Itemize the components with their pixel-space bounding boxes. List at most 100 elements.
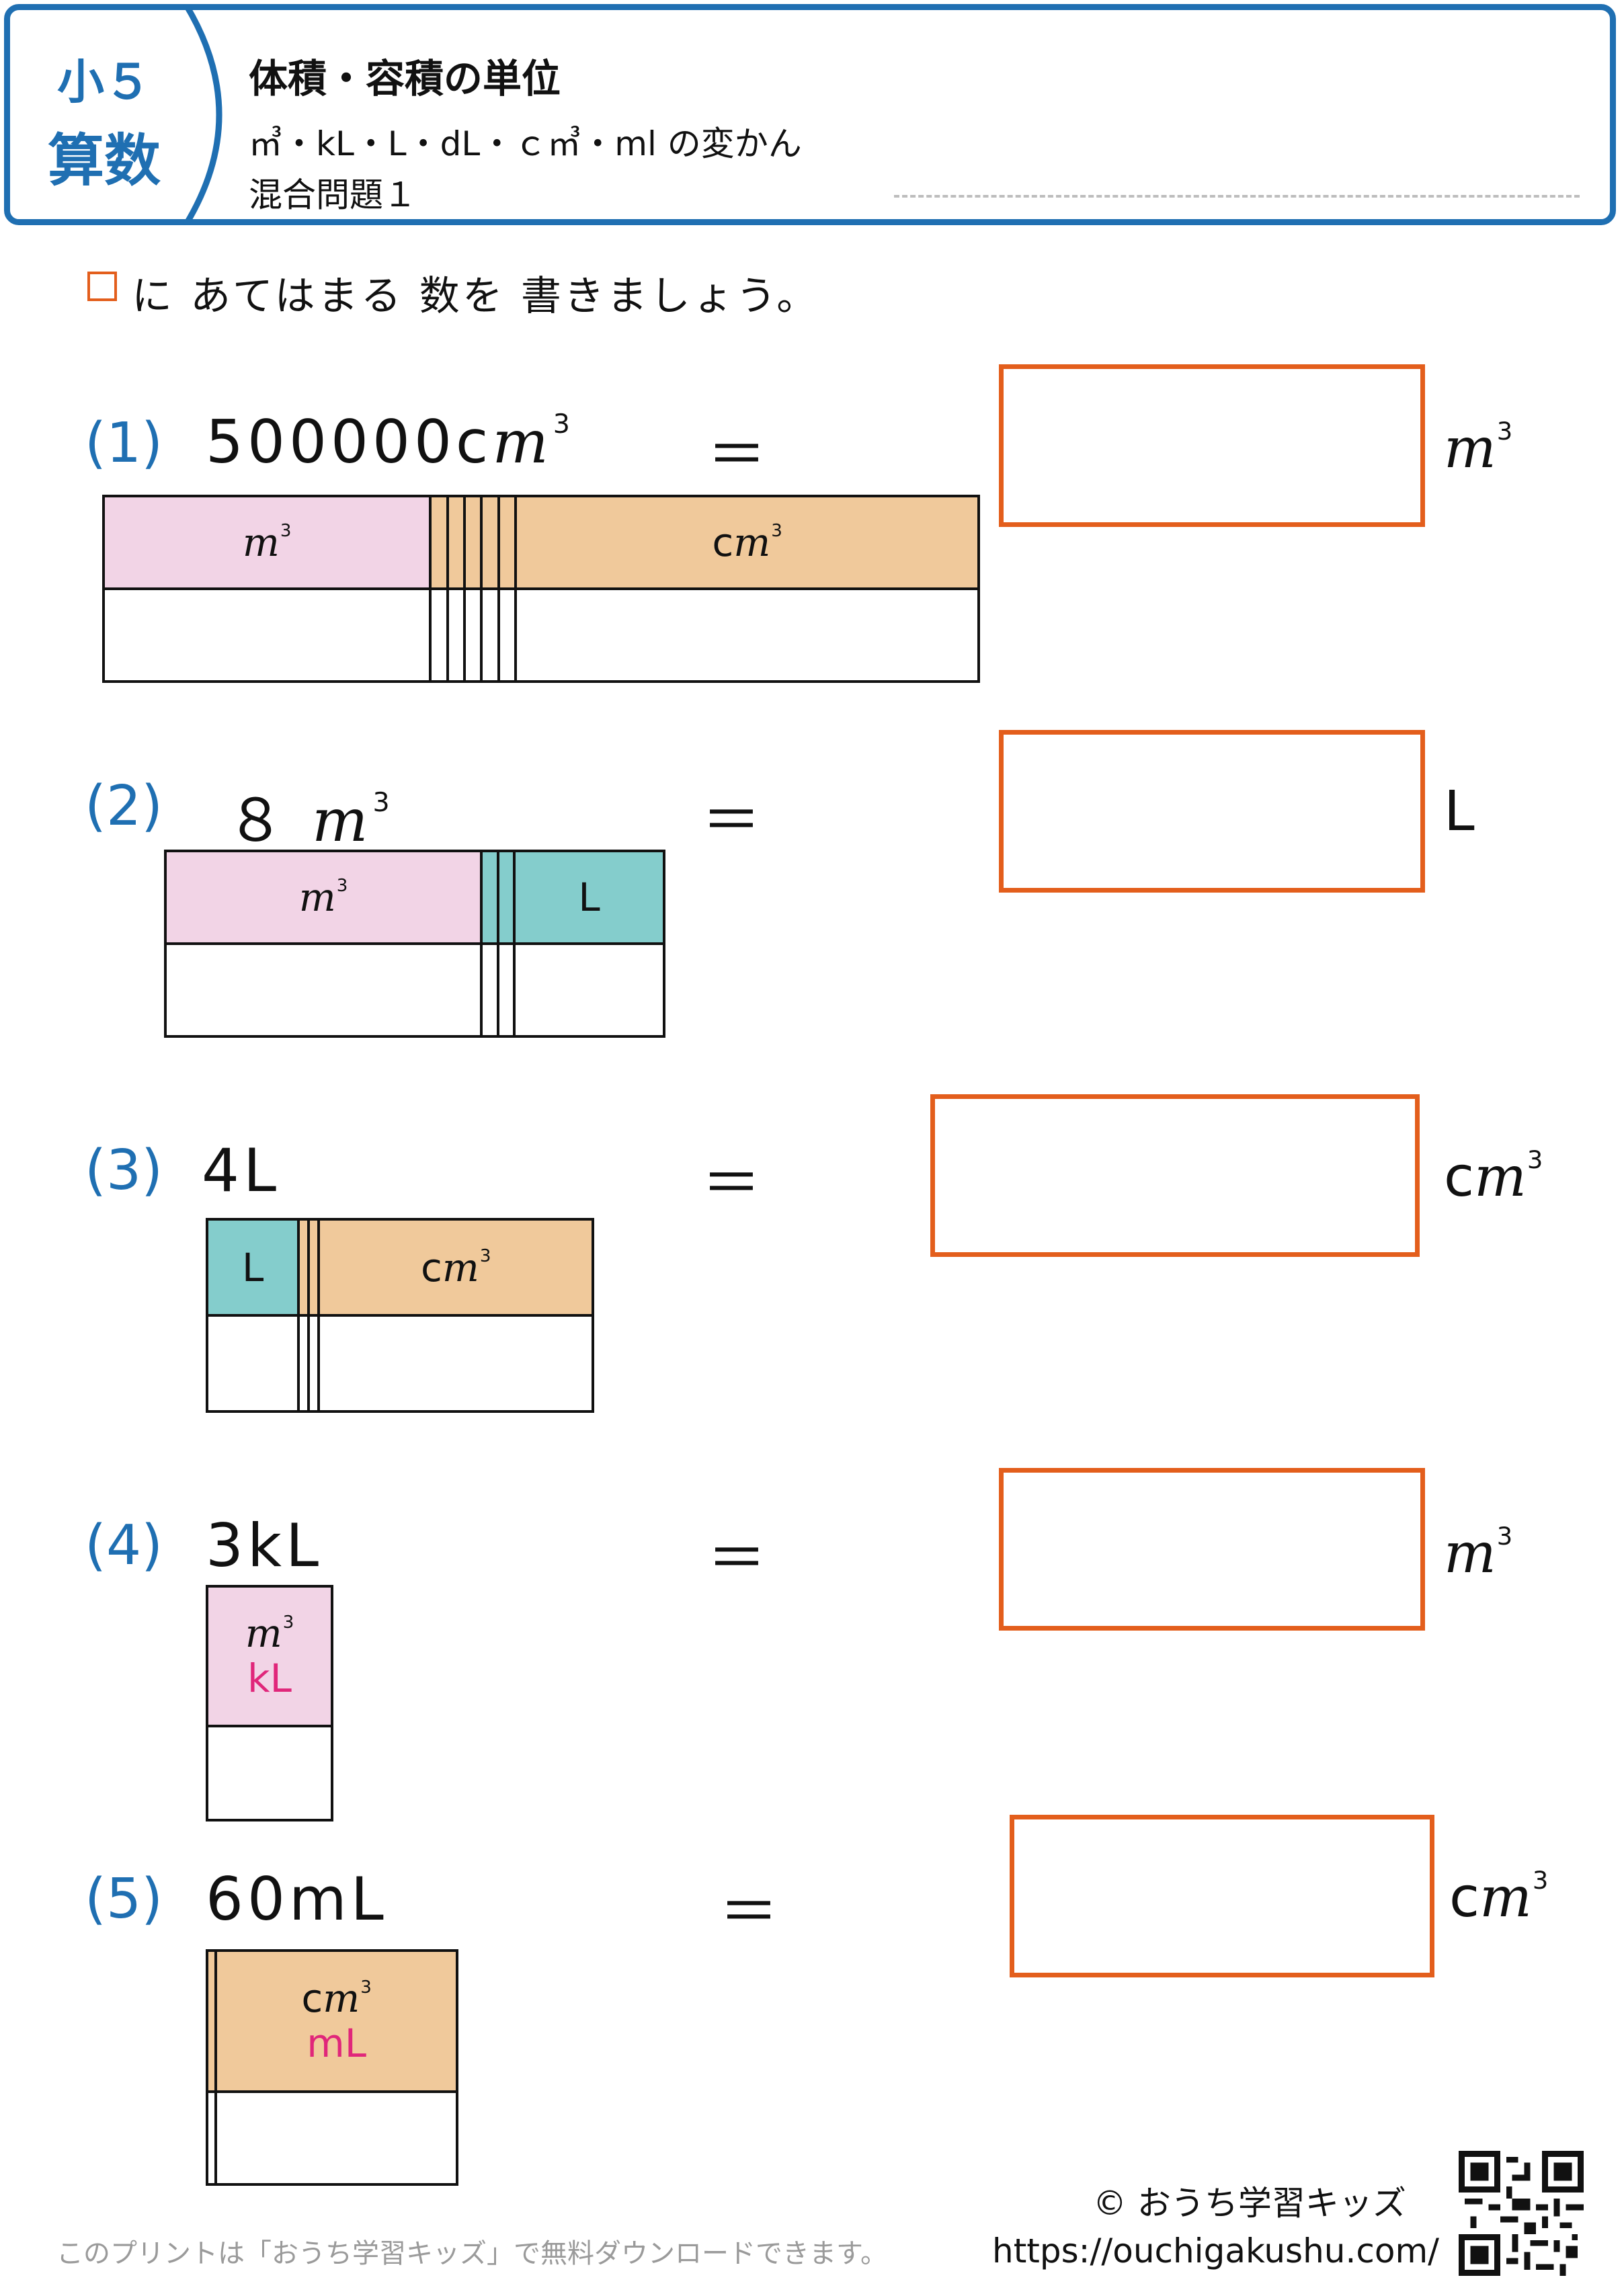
answer-unit: L [1444,780,1475,844]
problem-number: (5) [85,1867,163,1931]
unit-cell [307,1218,321,1317]
unit-m: m [442,1244,479,1291]
qr-code-icon[interactable] [1459,2151,1584,2276]
answer-box[interactable] [930,1094,1420,1257]
entry-cell[interactable] [429,587,449,683]
subject-label: 算数 [47,128,161,194]
entry-cell[interactable] [163,942,483,1038]
unit-c: c [712,520,734,565]
expr-value: 500000c [206,407,493,477]
unit-cell [497,495,518,590]
unit-c: c [1444,1145,1475,1209]
answer-box[interactable] [999,730,1425,893]
expr-value: ８ [226,786,290,855]
unit-m: m [298,874,336,920]
entry-cell[interactable] [205,1314,300,1413]
unit-kl: kL [247,1655,292,1701]
problem-set-label: 混合問題１ [249,175,417,214]
equals-sign: ＝ [707,420,767,489]
entry-cell[interactable] [307,1314,321,1413]
answer-unit: m3 [1444,417,1512,481]
unit-sup: 3 [1527,1145,1543,1175]
unit-cell: m3 [163,850,483,945]
problem-number: (3) [85,1139,163,1202]
unit-table: cm3 mL [205,1949,458,2186]
entry-cell[interactable] [480,942,499,1038]
unit-m: m [1444,1522,1496,1586]
equals-sign: ＝ [702,1149,762,1218]
entry-cell[interactable] [317,1314,594,1413]
unit-c: c [1449,1866,1480,1930]
unit-sup: 3 [1496,1522,1513,1551]
answer-box[interactable] [1010,1815,1434,1977]
answer-unit: m3 [1444,1522,1512,1586]
entry-cell[interactable] [205,2090,218,2186]
unit-table: L cm3 [205,1218,594,1413]
unit-cell [463,495,483,590]
unit-sup: 3 [479,1245,491,1266]
unit-sup: 3 [282,1612,294,1633]
entry-cell[interactable] [514,587,980,683]
unit-cell: cm3 mL [214,1949,458,2093]
unit-cell [480,495,500,590]
instruction-text: に あてはまる 数を 書きましょう。 [132,273,820,320]
problem-expression: 4L [202,1136,281,1205]
entry-cell[interactable] [102,587,432,683]
unit-sup: 3 [553,409,574,440]
entry-cell[interactable] [496,942,516,1038]
header-divider-arc [183,4,222,225]
equals-sign: ＝ [702,786,762,855]
unit-m: m [312,786,372,855]
unit-c: c [420,1244,442,1291]
header-frame [4,4,1616,225]
unit-table: m3 cm3 [102,495,980,683]
footer-note: このプリントは「おうち学習キッズ」で無料ダウンロードできます。 [56,2238,887,2269]
entry-cell[interactable] [297,1314,311,1413]
entry-cell[interactable] [214,2090,458,2186]
answer-box[interactable] [999,364,1425,527]
unit-sup: 3 [372,787,394,819]
page-subtitle: ㎥・kL・L・dL・ｃ㎥・ml の変かん [249,124,802,163]
unit-cell: L [513,850,665,945]
unit-cell [480,850,499,945]
entry-cell[interactable] [497,587,518,683]
unit-cell [205,1949,218,2093]
answer-box[interactable] [999,1468,1425,1631]
entry-cell[interactable] [446,587,466,683]
unit-m: m [323,1975,360,2022]
unit-m: m [492,407,553,477]
unit-cell [446,495,466,590]
problem-expression: 3kL [206,1511,323,1580]
unit-cell [496,850,516,945]
name-line[interactable] [894,195,1580,198]
entry-cell[interactable] [513,942,665,1038]
equals-sign: ＝ [707,1524,767,1593]
problem-number: (2) [85,774,163,838]
unit-c: c [301,1975,323,2022]
unit-sup: 3 [1532,1866,1549,1895]
unit-cell [429,495,449,590]
blank-box-icon [87,272,117,301]
unit-sup: 3 [280,521,292,542]
entry-cell[interactable] [480,587,500,683]
page-title: 体積・容積の単位 [249,56,561,101]
entry-cell[interactable] [463,587,483,683]
unit-ml: mL [307,2020,367,2066]
answer-unit: cm3 [1449,1866,1548,1930]
grade-label: 小５ [57,54,151,110]
site-url-link[interactable]: https://ouchigakushu.com/ [992,2231,1440,2270]
copyright: © おうち学習キッズ [1093,2184,1406,2223]
equals-sign: ＝ [719,1877,779,1947]
problem-number: (1) [85,411,163,475]
unit-cell: cm3 [317,1218,594,1317]
entry-cell[interactable] [206,1725,333,1821]
unit-m: m [1444,417,1496,481]
unit-sup: 3 [360,1977,372,1998]
problem-expression: 500000cm3 [206,407,574,477]
unit-sup: 3 [771,521,782,542]
problem-expression: ８ m3 [226,773,394,858]
unit-sup: 3 [1496,417,1513,446]
unit-sup: 3 [336,876,348,897]
unit-table: m3 L [163,850,665,1038]
